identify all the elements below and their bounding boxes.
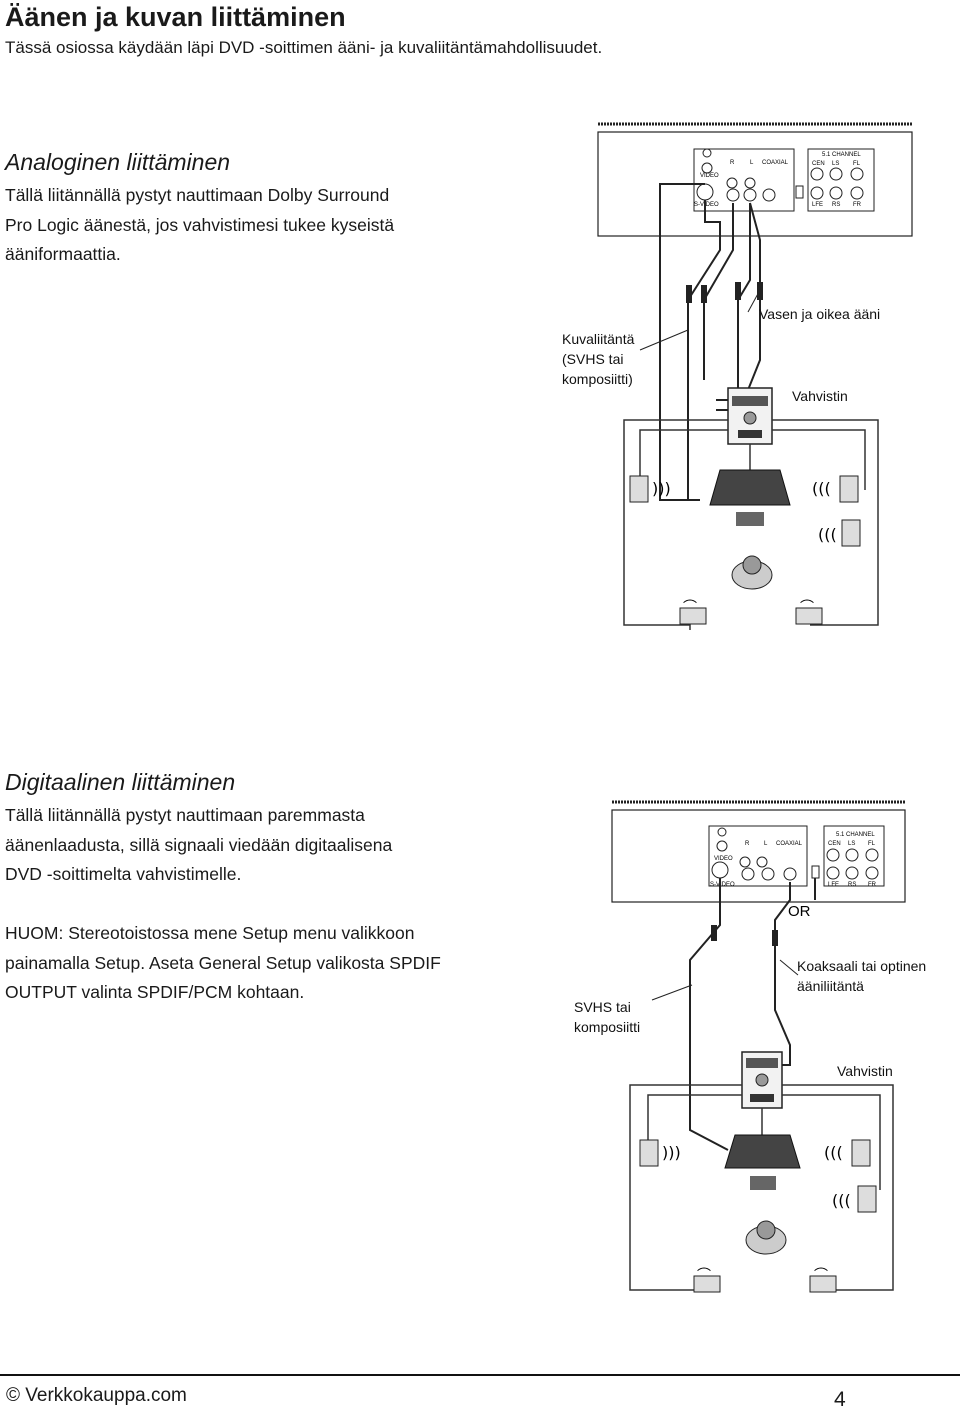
sound-waves-icon: (((	[818, 525, 837, 544]
digital-label-audio: Koaksaali tai optinen ääniliitäntä	[797, 956, 926, 996]
panel-l-label: L	[764, 841, 768, 847]
listener-icon	[745, 1220, 787, 1255]
speaker-front-left	[629, 475, 649, 503]
tv-icon	[724, 1134, 801, 1190]
panel-rs-label: RS	[832, 202, 840, 208]
digital-note-line-2: painamalla Setup. Aseta General Setup va…	[5, 952, 441, 973]
plug-video	[686, 285, 692, 303]
speaker-center	[857, 1185, 877, 1213]
analog-speaker-wiring	[623, 419, 879, 630]
analog-label-video-line-3: komposiitti)	[562, 371, 633, 387]
digital-heading: Digitaalinen liittäminen	[5, 769, 236, 795]
sound-waves-icon: (((	[812, 479, 831, 498]
analog-label-amplifier: Vahvistin	[792, 388, 848, 404]
speaker-front-left	[639, 1139, 659, 1167]
speaker-rear-right	[795, 607, 823, 625]
panel-video-label: VIDEO	[700, 173, 719, 179]
panel-coaxial-label: COAXIAL	[762, 160, 789, 166]
dvd-back-panel: VIDEO S-VIDEO R L COAXIAL 5.1 CHANNEL CE…	[597, 122, 913, 237]
plug-video-2	[701, 285, 707, 303]
digital-note-line-3: OUTPUT valinta SPDIF/PCM kohtaan.	[5, 982, 305, 1002]
panel-lfe-label: LFE	[828, 882, 839, 888]
panel-cen-label: CEN	[812, 161, 825, 167]
panel-fl-label: FL	[853, 161, 861, 167]
analog-line-1: Tällä liitännällä pystyt nauttimaan Dolb…	[5, 185, 390, 205]
analog-line-3: ääniformaattia.	[5, 244, 121, 264]
panel-coaxial-label: COAXIAL	[776, 841, 803, 847]
tv-icon	[709, 469, 791, 526]
footer-divider	[0, 1374, 960, 1376]
analog-line-2: Pro Logic äänestä, jos vahvistimesi tuke…	[5, 214, 395, 235]
or-label: OR	[788, 903, 811, 920]
panel-l-label: L	[750, 160, 754, 166]
speaker-front-right	[851, 1139, 871, 1167]
panel-lfe-label: LFE	[812, 202, 823, 208]
digital-label-amplifier: Vahvistin	[837, 1063, 893, 1079]
dvd-back-panel-digital: VIDEO S-VIDEO R L COAXIAL 5.1 CHANNEL CE…	[611, 800, 906, 903]
digital-label-video: SVHS tai komposiitti	[574, 997, 640, 1037]
sound-waves-icon: )))	[652, 479, 671, 498]
plug-audio-l	[735, 282, 741, 300]
speaker-rear-right	[809, 1275, 837, 1293]
intro-text: Tässä osiossa käydään läpi DVD -soittime…	[5, 38, 603, 57]
page-title: Äänen ja kuvan liittäminen	[5, 2, 346, 32]
page-number: 4	[834, 1388, 846, 1411]
amplifier-icon	[727, 387, 773, 445]
plug-svhs	[711, 925, 717, 941]
speaker-rear-left	[693, 1275, 721, 1293]
panel-r-label: R	[730, 160, 735, 166]
panel-video-label: VIDEO	[714, 856, 733, 862]
digital-speaker-wiring	[629, 1084, 894, 1291]
digital-line-2: äänenlaadusta, sillä signaali viedään di…	[5, 834, 393, 855]
analog-heading: Analoginen liittäminen	[5, 149, 231, 175]
analog-label-video: Kuvaliitäntä (SVHS tai komposiitti)	[562, 329, 634, 389]
listener-icon	[731, 555, 773, 590]
sound-waves-icon: ︵	[697, 1258, 711, 1274]
digital-note: HUOM: Stereotoistossa mene Setup menu va…	[5, 919, 441, 1008]
sound-waves-icon: (((	[824, 1143, 843, 1162]
speaker-rear-left	[679, 607, 707, 625]
digital-label-video-line-2: komposiitti	[574, 1019, 641, 1035]
plug-coaxial	[772, 930, 778, 946]
panel-cen-label: CEN	[828, 841, 841, 847]
panel-svideo-label: S-VIDEO	[710, 882, 735, 888]
sound-waves-icon: ︵	[814, 1258, 828, 1274]
digital-label-video-line-1: SVHS tai	[574, 999, 631, 1015]
sound-waves-icon: (((	[832, 1191, 851, 1210]
panel-ls-label: LS	[832, 161, 839, 167]
sound-waves-icon: ︵	[800, 590, 814, 606]
panel-ls-label: LS	[848, 841, 855, 847]
digital-cables	[689, 878, 816, 1151]
digital-note-line-1: HUOM: Stereotoistossa mene Setup menu va…	[5, 923, 415, 943]
analog-label-video-line-2: (SVHS tai	[562, 351, 624, 367]
panel-r-label: R	[745, 841, 750, 847]
digital-line-3: DVD -soittimelta vahvistimelle.	[5, 864, 242, 884]
panel-channel-label: 5.1 CHANNEL	[836, 832, 875, 838]
digital-label-audio-line-1: Koaksaali tai optinen	[797, 958, 927, 974]
speaker-front-right	[839, 475, 859, 503]
panel-svideo-label: S-VIDEO	[694, 202, 719, 208]
amplifier-icon	[741, 1051, 783, 1109]
panel-fr-label: FR	[853, 202, 862, 208]
footer-copyright: © Verkkokauppa.com	[6, 1385, 187, 1406]
analog-label-video-line-1: Kuvaliitäntä	[562, 331, 635, 347]
speaker-center	[841, 519, 861, 547]
panel-fl-label: FL	[868, 841, 876, 847]
panel-rs-label: RS	[848, 882, 856, 888]
digital-label-audio-line-2: ääniliitäntä	[797, 978, 864, 994]
panel-fr-label: FR	[868, 882, 877, 888]
panel-channel-label: 5.1 CHANNEL	[822, 152, 861, 158]
digital-description: Tällä liitännällä pystyt nauttimaan pare…	[5, 801, 392, 890]
analog-label-audio: Vasen ja oikea ääni	[759, 306, 881, 322]
sound-waves-icon: ︵	[683, 590, 697, 606]
sound-waves-icon: )))	[662, 1143, 681, 1162]
digital-line-1: Tällä liitännällä pystyt nauttimaan pare…	[5, 805, 365, 825]
analog-description: Tällä liitännällä pystyt nauttimaan Dolb…	[5, 181, 394, 270]
